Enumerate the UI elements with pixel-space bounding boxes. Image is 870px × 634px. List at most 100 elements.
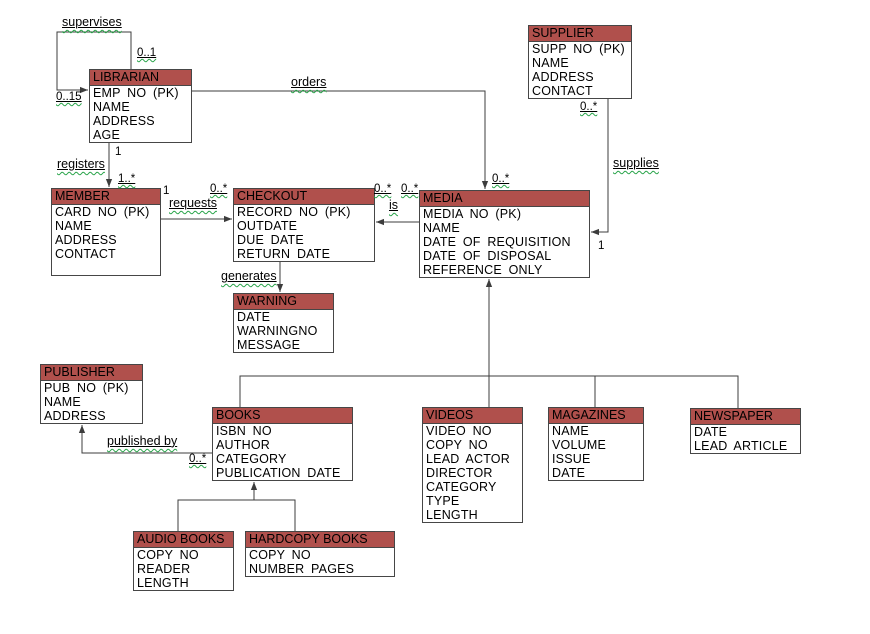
line-books-subtype-bus	[177, 499, 296, 531]
entity-hardcopy-books-title: HARDCOPY BOOKS	[246, 532, 394, 548]
cardinality-orders-media: 0..*	[492, 173, 510, 185]
entity-audio-books-title: AUDIO BOOKS	[134, 532, 233, 548]
entity-publisher: PUBLISHER PUB NO (PK) NAME ADDRESS	[40, 364, 143, 424]
entity-supplier-title: SUPPLIER	[529, 26, 631, 42]
attribute-row: AGE	[93, 128, 120, 142]
attribute-row: DUE DATE	[237, 233, 304, 247]
attribute-row: NAME	[93, 100, 130, 114]
entity-audio-books: AUDIO BOOKS COPY NO READER LENGTH	[133, 531, 234, 591]
line-supervises	[56, 31, 132, 94]
entity-magazines-title: MAGAZINES	[549, 408, 643, 424]
attribute-row: ADDRESS	[532, 70, 594, 84]
label-published-by: published by	[107, 434, 178, 448]
attribute-row: NAME	[423, 221, 460, 235]
cardinality-published-by-books: 0..*	[189, 453, 207, 465]
attribute-row: CATEGORY	[426, 480, 497, 494]
cardinality-requests-member: 1	[163, 185, 170, 197]
entity-videos: VIDEOS VIDEO NO COPY NO LEAD ACTOR DIREC…	[422, 407, 523, 523]
attribute-row: NAME	[55, 219, 92, 233]
attribute-row: RETURN DATE	[237, 247, 331, 261]
attribute-row: COPY NO	[137, 548, 199, 562]
attribute-row: DATE	[552, 466, 586, 480]
attribute-row: CONTACT	[55, 247, 116, 261]
cardinality-supplies-media: 1	[598, 240, 605, 252]
label-registers: registers	[57, 157, 105, 171]
entity-newspaper-title: NEWSPAPER	[691, 409, 800, 425]
attribute-row: AUTHOR	[216, 438, 270, 452]
entity-videos-title: VIDEOS	[423, 408, 522, 424]
cardinality-is-checkout: 0..*	[374, 183, 392, 195]
attribute-row: LENGTH	[137, 576, 189, 590]
attribute-row: EMP NO (PK)	[93, 86, 179, 100]
line-supplies	[591, 99, 609, 236]
attribute-row: ISSUE	[552, 452, 591, 466]
attribute-row: DATE OF DISPOSAL	[423, 249, 552, 263]
attribute-row: OUTDATE	[237, 219, 298, 233]
attribute-row: CONTACT	[532, 84, 593, 98]
label-generates: generates	[221, 269, 277, 283]
attribute-row: DIRECTOR	[426, 466, 493, 480]
attribute-row: VIDEO NO	[426, 424, 492, 438]
entity-supplier: SUPPLIER SUPP NO (PK) NAME ADDRESS CONTA…	[528, 25, 632, 99]
attribute-row: REFERENCE ONLY	[423, 263, 543, 277]
entity-magazines: MAGAZINES NAME VOLUME ISSUE DATE	[548, 407, 644, 481]
cardinality-supervises-side: 0..15	[56, 91, 82, 103]
attribute-row: NAME	[552, 424, 589, 438]
attribute-row: ADDRESS	[44, 409, 106, 423]
entity-member: MEMBER CARD NO (PK) NAME ADDRESS CONTACT	[51, 188, 161, 276]
entity-warning: WARNING DATE WARNINGNO MESSAGE	[233, 293, 334, 353]
attribute-row: NAME	[532, 56, 569, 70]
label-supervises: supervises	[62, 15, 122, 29]
attribute-row: NUMBER PAGES	[249, 562, 355, 576]
cardinality-requests-checkout: 0..*	[210, 183, 228, 195]
entity-media: MEDIA MEDIA NO (PK) NAME DATE OF REQUISI…	[419, 190, 590, 278]
entity-publisher-title: PUBLISHER	[41, 365, 142, 381]
attribute-row: SUPP NO (PK)	[532, 42, 625, 56]
attribute-row: CARD NO (PK)	[55, 205, 150, 219]
attribute-row: COPY NO	[249, 548, 311, 562]
entity-newspaper: NEWSPAPER DATE LEAD ARTICLE	[690, 408, 801, 454]
attribute-row: VOLUME	[552, 438, 606, 452]
attribute-row: LENGTH	[426, 508, 478, 522]
attribute-row: DATE	[237, 310, 271, 324]
line-media-subtype-bus	[239, 375, 739, 408]
label-is: is	[389, 198, 399, 212]
attribute-row: LEAD ACTOR	[426, 452, 510, 466]
entity-librarian: LIBRARIAN EMP NO (PK) NAME ADDRESS AGE	[89, 69, 192, 143]
attribute-row: LEAD ARTICLE	[694, 439, 788, 453]
entity-member-title: MEMBER	[52, 189, 160, 205]
attribute-row: DATE	[694, 425, 728, 439]
attribute-row: WARNINGNO	[237, 324, 318, 338]
attribute-row: ADDRESS	[93, 114, 155, 128]
entity-librarian-title: LIBRARIAN	[90, 70, 191, 86]
attribute-row: READER	[137, 562, 191, 576]
entity-media-title: MEDIA	[420, 191, 589, 207]
attribute-row: ADDRESS	[55, 233, 117, 247]
attribute-row: ISBN NO	[216, 424, 272, 438]
attribute-row: MEDIA NO (PK)	[423, 207, 522, 221]
label-requests: requests	[169, 196, 217, 210]
label-orders: orders	[291, 75, 327, 89]
cardinality-registers-librarian: 1	[115, 146, 122, 158]
attribute-row: PUBLICATION DATE	[216, 466, 341, 480]
attribute-row: NAME	[44, 395, 81, 409]
entity-books: BOOKS ISBN NO AUTHOR CATEGORY PUBLICATIO…	[212, 407, 353, 481]
cardinality-is-media: 0..*	[401, 183, 419, 195]
entity-warning-title: WARNING	[234, 294, 333, 310]
entity-checkout-title: CHECKOUT	[234, 189, 374, 205]
line-orders	[192, 90, 489, 189]
attribute-row: PUB NO (PK)	[44, 381, 129, 395]
cardinality-registers-member: 1..*	[118, 173, 136, 185]
entity-hardcopy-books: HARDCOPY BOOKS COPY NO NUMBER PAGES	[245, 531, 395, 577]
attribute-row: DATE OF REQUISITION	[423, 235, 571, 249]
attribute-row: CATEGORY	[216, 452, 287, 466]
entity-checkout: CHECKOUT RECORD NO (PK) OUTDATE DUE DATE…	[233, 188, 375, 262]
label-supplies: supplies	[613, 156, 659, 170]
attribute-row: MESSAGE	[237, 338, 301, 352]
attribute-row: COPY NO	[426, 438, 488, 452]
attribute-row: RECORD NO (PK)	[237, 205, 351, 219]
cardinality-supervises-top: 0..1	[137, 47, 157, 59]
line-published-by	[78, 425, 212, 454]
